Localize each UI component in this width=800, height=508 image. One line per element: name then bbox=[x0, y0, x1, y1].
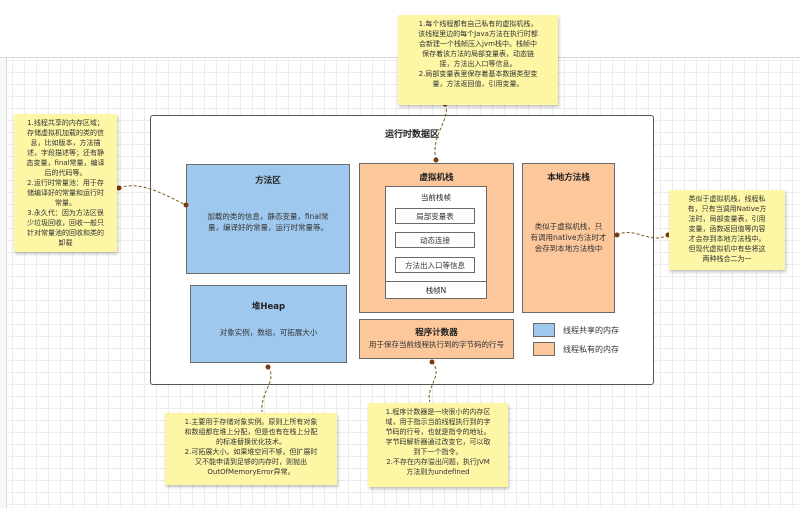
method-area-title: 方法区 bbox=[255, 176, 281, 186]
note-line: 息，比如版本，方法描 bbox=[30, 139, 101, 147]
stack-frame-item: 动态连接 bbox=[395, 232, 475, 248]
method-area-box[interactable]: 方法区 加载的类的信息，静态变量，final常 量，编译好的常量，运行时常量等。 bbox=[186, 164, 350, 274]
legend-shared-label: 线程共享的内存 bbox=[563, 326, 619, 335]
note-line: 该线程里边的每个Java方法在执行时都 bbox=[418, 30, 538, 38]
note-heap[interactable]: 1.主要用于存储对象实例。原则上所有对象 和数组都在堆上分配，但是也有在栈上分配… bbox=[165, 413, 337, 485]
note-line: 2.局部变量表里保存着基本数据类型变 bbox=[418, 70, 538, 78]
legend-private-label: 线程私有的内存 bbox=[563, 345, 619, 354]
stack-frame-item: 局部变量表 bbox=[395, 208, 475, 224]
native-stack-body-line: 有调用native方法时才 bbox=[530, 233, 607, 242]
note-line: 法时，局部变量表，引用 bbox=[688, 215, 766, 223]
note-pc-register[interactable]: 1.程序计数器是一块很小的内存区 域，用于指示当前线程执行到的字 节码的行号，也… bbox=[368, 403, 508, 487]
note-native-stack[interactable]: 类似于虚拟机栈，线程私 有，只有当调用Native方 法时，局部变量表，引用 变… bbox=[669, 190, 785, 270]
vm-stack-title: 虚拟机栈 bbox=[419, 173, 454, 183]
note-line: 保存着该方法的局部变量表，动态链 bbox=[422, 50, 534, 58]
heap-body: 对象实例，数组，可拓展大小 bbox=[219, 328, 318, 337]
note-line: 的标准替换优化技术。 bbox=[216, 438, 286, 446]
note-line: 针对常量池的回收和类的 bbox=[27, 229, 104, 237]
note-line: 到下一个指令。 bbox=[413, 448, 463, 456]
native-stack-title: 本地方法栈 bbox=[547, 173, 590, 183]
stack-frame-divider bbox=[386, 281, 486, 282]
note-line: 类似于虚拟机栈，线程私 bbox=[688, 195, 766, 203]
note-line: 有，只有当调用Native方 bbox=[687, 205, 767, 213]
note-line: 又不能申请到足够的内存时，则抛出 bbox=[195, 458, 307, 466]
note-method-area[interactable]: 1.线程共享的内存区域； 存储虚拟机加载的类的信 息，比如版本，方法描 述，字段… bbox=[14, 114, 117, 252]
heap-title: 堆Heap bbox=[251, 302, 286, 312]
connector-dot bbox=[116, 185, 122, 191]
note-line: 2.可拓展大小。如果堆空间不够，但扩展时 bbox=[184, 448, 318, 456]
note-line: 少垃圾回收，回收一般只 bbox=[27, 219, 104, 227]
note-line: 2.不存在内存溢出问题，执行JVM bbox=[386, 458, 490, 466]
method-area-body-line: 量，编译好的常量，运行时常量等。 bbox=[208, 223, 328, 232]
note-line: 后的代码等。 bbox=[44, 169, 87, 177]
method-area-body: 加载的类的信息，静态变量，final常 量，编译好的常量，运行时常量等。 bbox=[193, 211, 343, 233]
note-line: 1.线程共享的内存区域； bbox=[27, 119, 104, 127]
pc-register-box[interactable]: 程序计数器 用于保存当前线程执行到的字节码的行号 bbox=[359, 319, 514, 359]
pc-register-title: 程序计数器 bbox=[415, 328, 458, 338]
note-line: 1.主要用于存储对象实例。原则上所有对象 bbox=[184, 418, 318, 426]
note-line: 态变量，final常量，编译 bbox=[26, 159, 105, 167]
native-method-stack-box[interactable]: 本地方法栈 类似于虚拟机栈，只 有调用native方法时才 会存到本地方法栈中 bbox=[522, 163, 615, 313]
note-line: 2.运行时常量池：用于存 bbox=[27, 179, 104, 187]
note-line: 两种栈合二为一 bbox=[702, 255, 752, 263]
note-line: 节码的行号，也就是指令的地址。 bbox=[385, 428, 491, 436]
stack-frame-box: 当前栈帧 局部变量表 动态连接 方法出入口等信息 栈帧N bbox=[385, 186, 487, 299]
note-line: 卸载 bbox=[58, 239, 73, 247]
note-vm-stack[interactable]: 1.每个线程都有自己私有的虚拟机栈， 该线程里边的每个Java方法在执行时都 会… bbox=[398, 15, 558, 105]
native-stack-body-line: 会存到本地方法栈中 bbox=[534, 244, 603, 253]
stack-frame-title: 当前栈帧 bbox=[421, 193, 451, 202]
stack-frame-item: 方法出入口等信息 bbox=[395, 257, 475, 273]
native-stack-body-line: 类似于虚拟机栈，只 bbox=[534, 222, 603, 231]
note-line: 储编译好的常量和运行时 bbox=[27, 189, 104, 197]
note-line: 量，方法返回值，引用变量。 bbox=[432, 80, 524, 88]
stack-frame-n: 栈帧N bbox=[425, 286, 447, 295]
legend-shared-swatch bbox=[533, 323, 555, 337]
note-line: 3.永久代：因为方法区很 bbox=[27, 209, 104, 217]
note-line: 述，字段描述等；还有静 bbox=[27, 149, 104, 157]
note-line: 和数组都在堆上分配，但是也有在栈上分配 bbox=[184, 428, 318, 436]
note-line: 变量，函数返回值等内容 bbox=[688, 225, 766, 233]
note-line: 域，用于指示当前线程执行到的字 bbox=[385, 418, 491, 426]
note-line: OutOfMemoryError异常。 bbox=[207, 468, 295, 476]
note-line: 字节码解析器通过改变它，可以取 bbox=[385, 438, 491, 446]
note-line: 才会存到本地方法栈中。 bbox=[688, 235, 766, 243]
diagram-title: 运行时数据区 bbox=[385, 130, 440, 140]
legend-private-swatch bbox=[533, 342, 555, 356]
pc-register-body: 用于保存当前线程执行到的字节码的行号 bbox=[369, 340, 504, 349]
canvas-left-ruler bbox=[0, 58, 7, 508]
note-line: 方法则为undefined bbox=[406, 468, 470, 476]
method-area-body-line: 加载的类的信息，静态变量，final常 bbox=[207, 212, 329, 221]
heap-box[interactable]: 堆Heap 对象实例，数组，可拓展大小 bbox=[190, 285, 347, 363]
note-line: 1.每个线程都有自己私有的虚拟机栈， bbox=[418, 20, 538, 28]
note-line: 接，方法出入口等信息。 bbox=[439, 60, 517, 68]
vm-stack-box[interactable]: 虚拟机栈 当前栈帧 局部变量表 动态连接 方法出入口等信息 栈帧N bbox=[359, 163, 514, 313]
note-line: 但现代虚拟机中有些将这 bbox=[688, 245, 766, 253]
note-line: 存储虚拟机加载的类的信 bbox=[27, 129, 104, 137]
note-line: 常量。 bbox=[55, 199, 76, 207]
note-line: 会新建一个栈帧压入jvm栈中。栈帧中 bbox=[419, 40, 537, 48]
note-line: 1.程序计数器是一块很小的内存区 bbox=[385, 408, 491, 416]
native-stack-body: 类似于虚拟机栈，只 有调用native方法时才 会存到本地方法栈中 bbox=[525, 221, 612, 254]
